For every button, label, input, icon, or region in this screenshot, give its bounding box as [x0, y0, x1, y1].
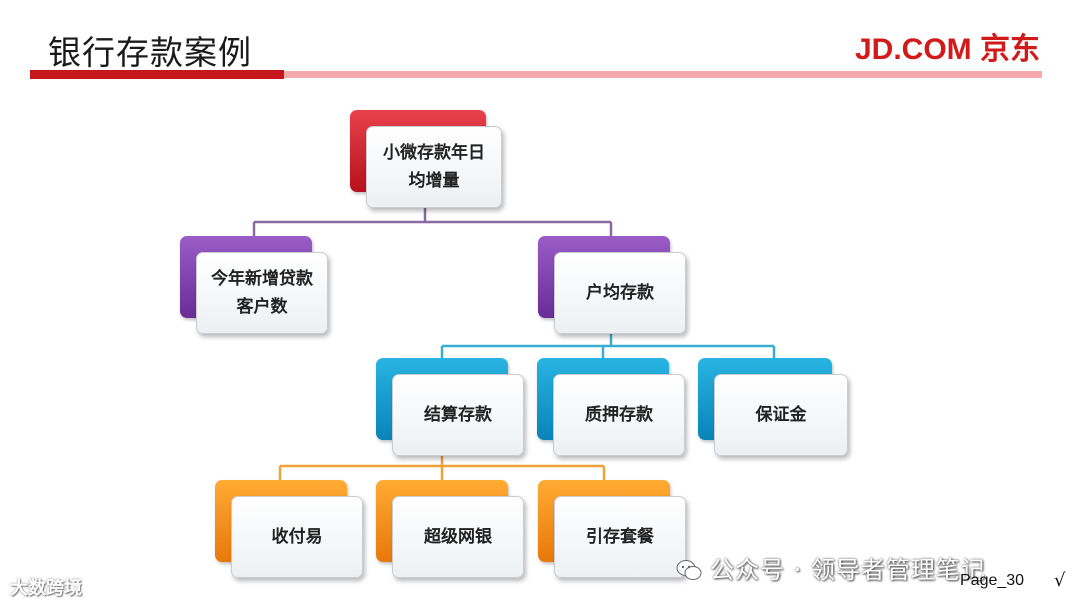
check-mark: √	[1054, 570, 1066, 591]
jd-logo: JD.COM 京东	[854, 33, 1040, 66]
node-label: 结算存款	[392, 374, 524, 456]
deposit-connectors	[440, 334, 776, 358]
node-label-line2: 均增量	[408, 171, 460, 191]
node-label-line2: 客户数	[236, 297, 288, 317]
title-underline-dark	[30, 70, 284, 79]
title-underline-light	[284, 71, 1042, 78]
node-shoufuyi: 收付易	[215, 480, 363, 578]
node-label: 质押存款	[553, 374, 685, 456]
page-number: Page_30	[960, 572, 1025, 589]
settlement-connectors	[278, 456, 606, 480]
node-label-line1: 今年新增贷款	[211, 269, 313, 289]
node-label: 户均存款	[586, 283, 654, 303]
node-label-line1: 小微存款年日	[383, 143, 485, 163]
watermark-right: 公众号 · 领导者管理笔记	[676, 550, 986, 585]
node-settlement-deposit: 结算存款	[376, 358, 524, 456]
watermark-left: 大数跨境	[10, 578, 82, 599]
node-margin-deposit: 保证金	[698, 358, 848, 456]
watermark-right-text: 公众号 · 领导者管理笔记	[710, 556, 986, 584]
node-deposit-package: 引存套餐	[538, 480, 686, 578]
node-label: 保证金	[714, 374, 848, 456]
node-super-ebank: 超级网银	[376, 480, 524, 578]
node-label: 引存套餐	[554, 496, 686, 578]
node-small-micro-deposit-increment: 小微存款年日 均增量	[350, 110, 502, 208]
node-new-loan-customers: 今年新增贷款 客户数	[180, 236, 328, 334]
root-connectors	[252, 208, 613, 236]
node-label: 超级网银	[392, 496, 524, 578]
wechat-icon	[676, 560, 702, 580]
slide-title: 银行存款案例	[48, 33, 252, 72]
node-label: 收付易	[231, 496, 363, 578]
node-pledge-deposit: 质押存款	[537, 358, 685, 456]
node-avg-deposit-per-account: 户均存款	[538, 236, 686, 334]
